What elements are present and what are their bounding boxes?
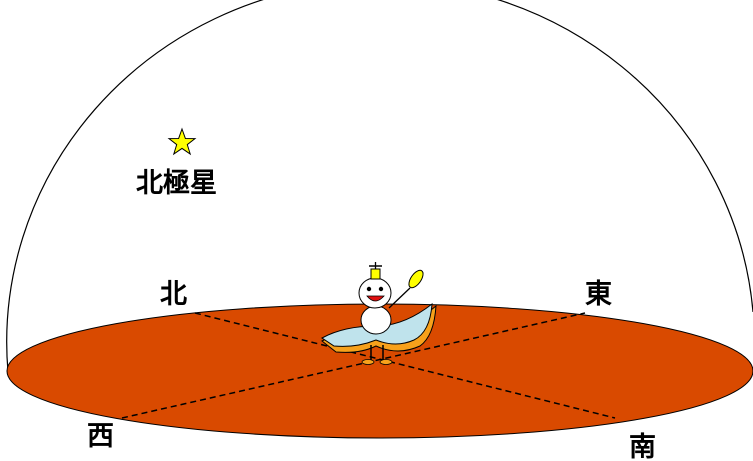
figure-body <box>360 305 392 335</box>
figure-head <box>358 277 392 309</box>
figure-arm <box>388 287 411 309</box>
figure-flag <box>408 269 424 289</box>
direction-west-label: 西 <box>87 421 114 452</box>
star-icon <box>167 127 197 156</box>
direction-south-label: 南 <box>629 432 656 461</box>
figure-mouth <box>366 295 385 302</box>
direction-east-label: 東 <box>585 279 612 310</box>
polaris-label: 北極星 <box>136 168 217 199</box>
figure-foot <box>379 359 393 365</box>
figure-foot <box>361 359 375 365</box>
figure-eye <box>366 286 372 292</box>
sky-dome <box>6 0 753 373</box>
figure-crown <box>370 268 381 280</box>
west-east-line <box>121 312 586 419</box>
north-south-line <box>194 312 616 419</box>
figure-icon <box>321 262 437 365</box>
figure-eye <box>378 286 384 292</box>
direction-north-label: 北 <box>160 279 187 310</box>
